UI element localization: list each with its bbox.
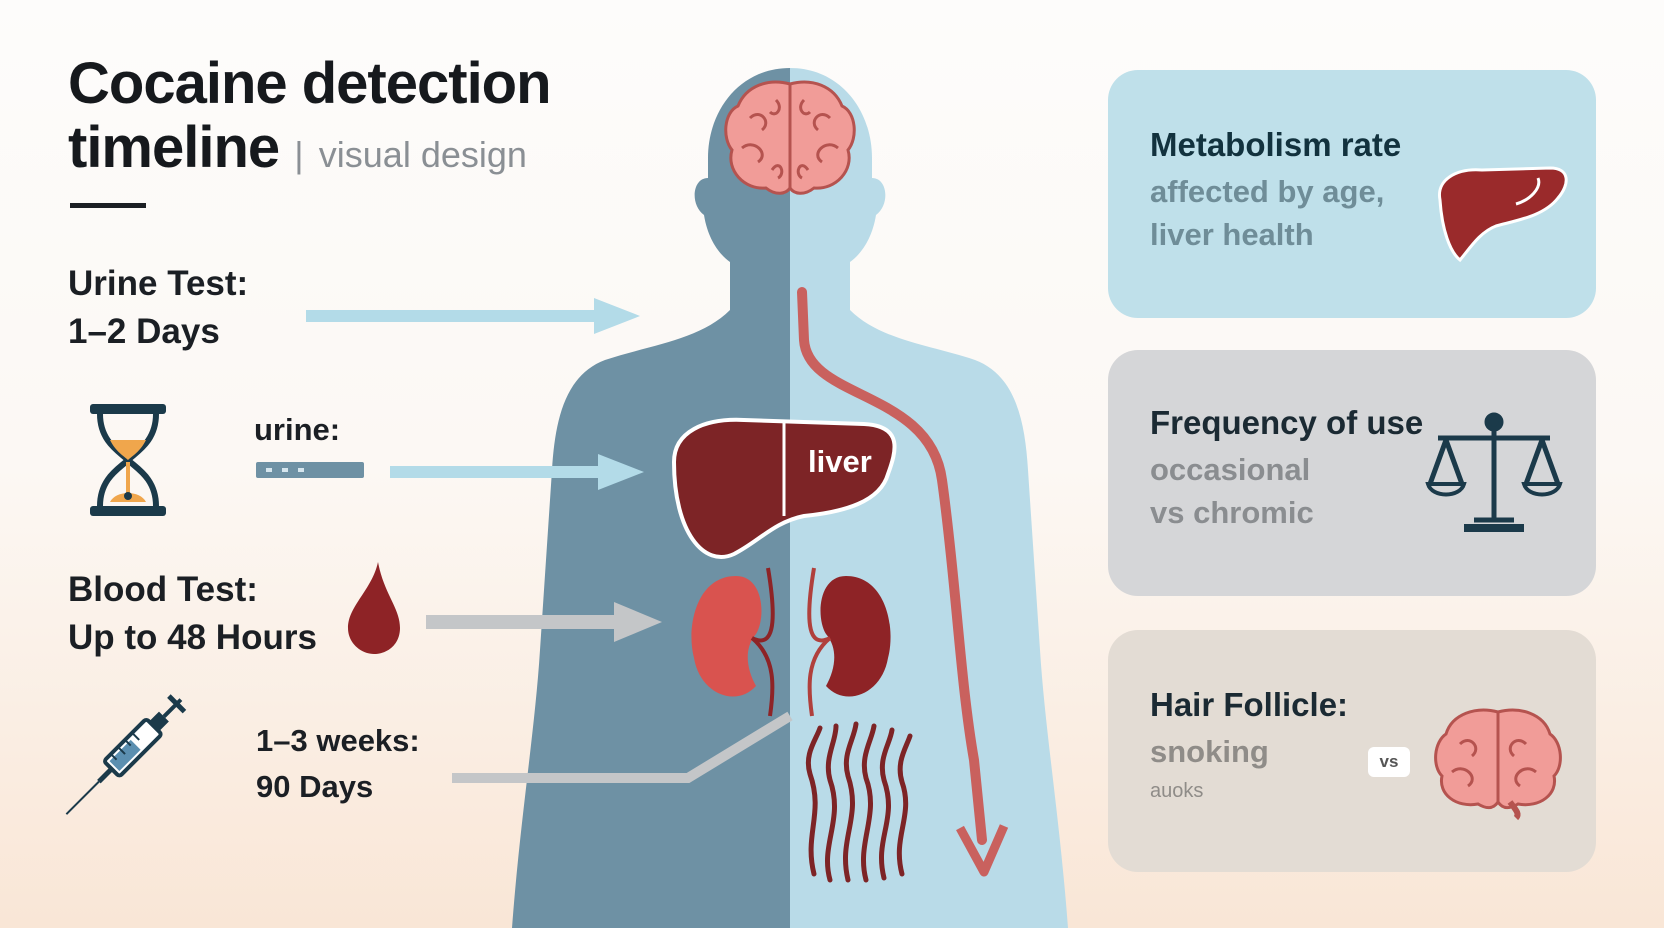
metabolism-line-1: affected by age, [1150,174,1385,209]
blood-test-label: Blood Test: Up to 48 Hours [68,566,317,662]
frequency-card: Frequency of use occasional vs chromic [1108,350,1596,596]
metabolism-text: affected by age, liver health [1150,170,1384,256]
hair-follicles-organ [805,721,913,883]
urine-arrow [306,298,640,334]
brain-icon [1434,708,1562,821]
hair-test-label: 1–3 weeks: 90 Days [256,718,420,810]
urine-test-duration: 1–2 Days [68,312,220,351]
hair-follicle-line-1: snoking [1150,734,1269,769]
urine-arrow-2 [390,454,644,490]
scales-icon [1425,412,1563,532]
title-line-2-wrap: timeline | visual design [68,116,551,187]
urine-test-title: Urine Test: [68,264,249,303]
metabolism-heading: Metabolism rate [1150,126,1402,163]
frequency-heading: Frequency of use [1150,404,1424,441]
brain-organ [724,80,856,195]
hourglass-icon [90,404,166,516]
blood-test-duration: Up to 48 Hours [68,618,317,657]
title-separator: | [294,134,304,175]
metabolism-line-2: liver health [1150,217,1314,252]
hair-test-title: 1–3 weeks: [256,723,420,758]
metabolism-card: Metabolism rate affected by age, liver h… [1108,70,1596,318]
urine-test-label: Urine Test: 1–2 Days [68,260,248,356]
bloodstream-arrow [797,287,1009,877]
page-title: Cocaine detection timeline | visual desi… [68,51,552,187]
blood-drop-icon [348,562,400,654]
frequency-line-1: occasional [1150,452,1311,487]
hair-test-duration: 90 Days [256,769,374,804]
frequency-line-2: vs chromic [1150,495,1314,530]
hair-follicle-heading: Hair Follicle: [1150,686,1349,723]
vs-badge: vs [1368,747,1410,777]
hair-arrow [452,711,793,783]
hair-follicle-line-2: auoks [1150,780,1204,802]
progress-dots-icon [256,462,364,478]
blood-test-title: Blood Test: [68,570,258,609]
hair-follicle-card: Hair Follicle: snoking auoks [1108,630,1596,872]
blood-arrow [426,602,662,642]
title-line-2: timeline [68,115,280,180]
kidneys-organ [691,567,891,717]
title-line-1: Cocaine detection [68,51,552,116]
title-subtitle: visual design [318,134,527,175]
liver-organ [671,417,897,559]
liver-icon [1438,166,1568,263]
liver-label: liver [808,444,872,479]
syringe-icon [65,694,187,815]
frequency-text: occasional vs chromic [1150,448,1314,534]
title-underline [70,203,146,208]
urine-label: urine: [254,412,341,447]
